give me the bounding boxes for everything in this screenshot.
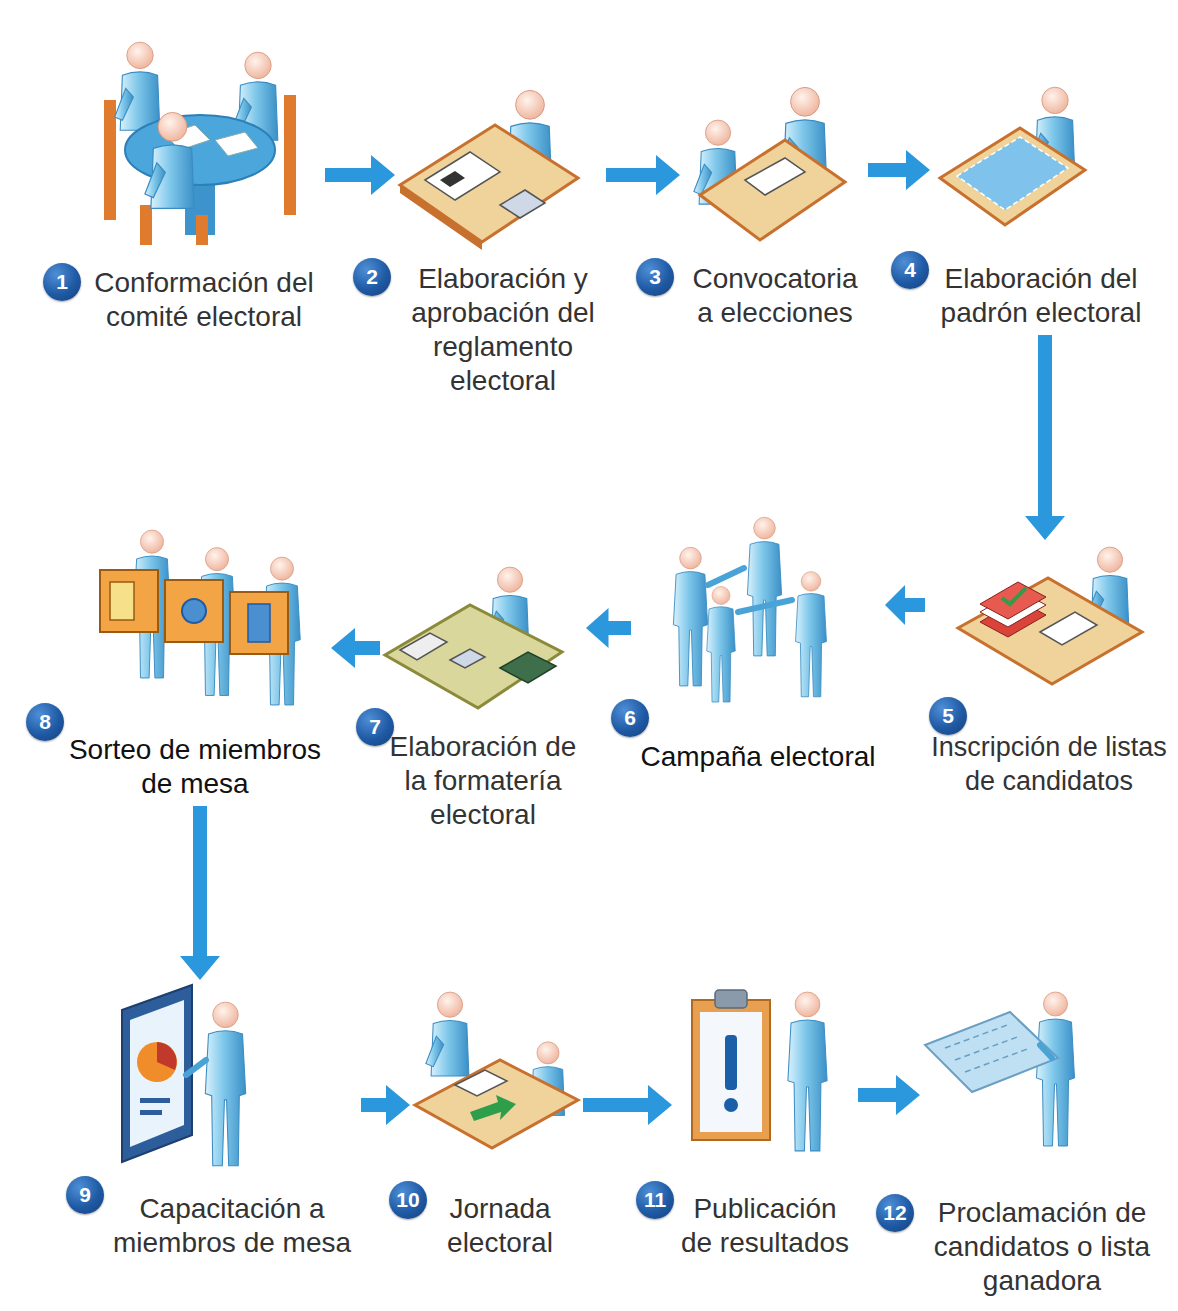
process-step: Conformación del comité electoral [88,40,320,334]
step-label: Proclamación de candidatos o lista ganad… [928,1196,1156,1298]
step-label: Sorteo de miembros de mesa [64,733,326,801]
step-text: Elaboración y aprobación del reglamento … [405,262,601,398]
draw-icon [100,530,300,705]
process-step: Inscripción de listas de candidatos [930,545,1168,798]
flow-arrow [586,608,631,648]
results-icon [692,990,827,1151]
step-text: Capacitación a miembros de mesa [108,1192,356,1260]
voting-icon [415,992,578,1148]
callout-number: 12 [876,1194,914,1232]
process-step: Publicación de resultados [677,985,853,1260]
step-text: Inscripción de listas de candidatos [930,730,1168,798]
flow-arrow [325,155,395,195]
flow-arrow [361,1085,410,1125]
step-label: Jornada electoral [430,1192,570,1260]
flow-arrow [858,1075,920,1115]
proclamation-icon [925,992,1075,1146]
process-step: Elaboración del padrón electoral [935,85,1147,330]
step-text: Jornada electoral [430,1192,570,1260]
step-label: Elaboración del padrón electoral [935,262,1147,330]
flow-arrow [583,1085,672,1125]
callout-number: 3 [636,258,674,296]
step-label: Convocatoria a elecciones [687,262,863,330]
flow-arrow [606,155,680,195]
callout-number: 8 [26,703,64,741]
step-label: Elaboración y aprobación del reglamento … [405,262,601,398]
training-icon [122,985,246,1166]
step-text: Convocatoria a elecciones [687,262,863,330]
step-label: Publicación de resultados [677,1192,853,1260]
step-label: Elaboración de la formatería electoral [385,730,581,832]
step-text: Publicación de resultados [677,1192,853,1260]
step-text: Elaboración de la formatería electoral [385,730,581,832]
step-text: Sorteo de miembros de mesa [64,733,326,801]
campaign-icon [673,517,826,702]
regulation-icon [400,90,578,250]
callout-number: 6 [611,699,649,737]
callout-number: 10 [389,1181,427,1219]
callout-number: 4 [891,251,929,289]
register-icon [940,87,1085,225]
process-step: Convocatoria a elecciones [685,85,863,330]
step-text: Proclamación de candidatos o lista ganad… [928,1196,1156,1298]
step-label: Campaña electoral [636,740,880,774]
process-step: Sorteo de miembros de mesa [64,520,326,801]
registration-icon [958,547,1142,684]
step-text: Elaboración del padrón electoral [935,262,1147,330]
flow-arrow [180,806,220,980]
flow-arrow [885,585,925,625]
step-label: Conformación del comité electoral [88,266,320,334]
step-text: Conformación del comité electoral [88,266,320,334]
callout-number: 5 [929,697,967,735]
process-step: Proclamación de candidatos o lista ganad… [925,990,1156,1298]
step-text: Campaña electoral [636,740,880,774]
callout-number: 1 [43,263,81,301]
callout-number: 2 [353,258,391,296]
callout-number: 7 [356,708,394,746]
call-icon [694,87,845,240]
process-step: Campaña electoral [636,505,880,774]
step-label: Capacitación a miembros de mesa [108,1192,356,1260]
forms-icon [385,567,562,708]
committee-icon [104,42,296,245]
process-step: Capacitación a miembros de mesa [108,985,356,1260]
process-step: Jornada electoral [415,990,578,1260]
step-label: Inscripción de listas de candidatos [930,730,1168,798]
flow-arrow [1025,335,1065,540]
process-step: Elaboración y aprobación del reglamento … [400,85,601,398]
process-step: Elaboración de la formatería electoral [385,565,581,832]
flow-arrow [331,628,380,668]
callout-number: 9 [66,1176,104,1214]
flow-arrow [868,150,930,190]
callout-number: 11 [636,1181,674,1219]
